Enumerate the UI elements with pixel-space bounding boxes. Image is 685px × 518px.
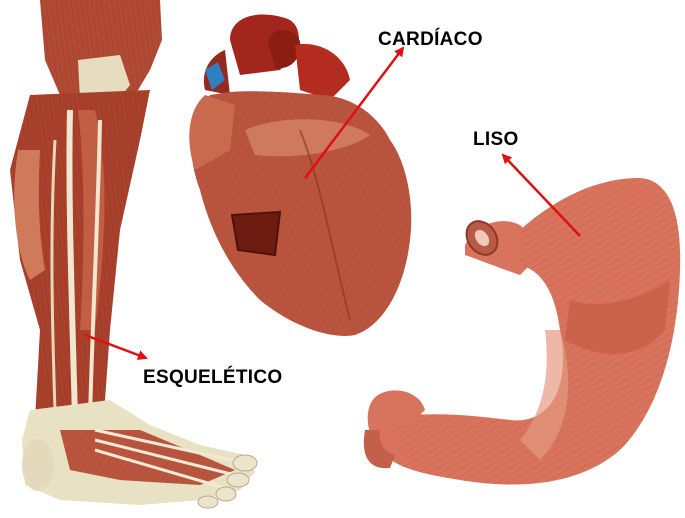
arrows bbox=[84, 46, 581, 360]
label-skeletal: ESQUELÉTICO bbox=[143, 367, 283, 388]
heart-illustration bbox=[189, 14, 412, 336]
label-smooth: LISO bbox=[473, 129, 519, 150]
leg-muscles-illustration bbox=[10, 0, 258, 509]
arrow-skeletal bbox=[84, 333, 148, 360]
stomach-illustration bbox=[363, 178, 681, 485]
arrow-smooth bbox=[501, 153, 581, 237]
label-cardiac: CARDÍACO bbox=[378, 29, 483, 50]
arrow-cardiac bbox=[304, 46, 405, 179]
